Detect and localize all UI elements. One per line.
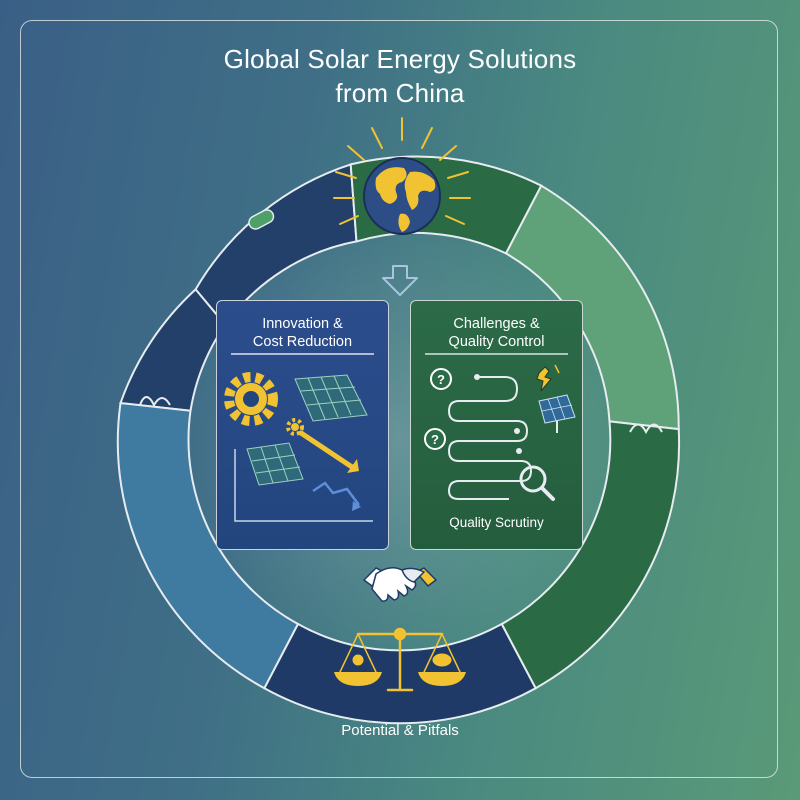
- challenges-title-line-2: Quality Control: [448, 334, 545, 350]
- path-node: [516, 448, 522, 454]
- chart-axes: [234, 449, 373, 522]
- quality-scrutiny-caption: Quality Scrutiny: [449, 515, 544, 530]
- down-arrow-icon: [382, 265, 418, 296]
- handshake-icon: [362, 567, 438, 602]
- cost-decline-line: [312, 481, 360, 506]
- trend-down-arrow-head: [347, 459, 359, 473]
- innovation-illustration: [224, 372, 373, 522]
- globe-icon: [333, 117, 471, 235]
- innovation-panel-title: Innovation & Cost Reduction: [217, 315, 388, 351]
- innovation-panel: Innovation & Cost Reduction: [216, 300, 389, 550]
- puzzle-knob-upper-left: [248, 209, 275, 230]
- puzzle-tab-left: [139, 396, 171, 408]
- solar-panel-icon: [246, 442, 304, 486]
- trend-down-arrow: [298, 430, 358, 472]
- innovation-title-line-1: Innovation &: [262, 316, 343, 332]
- challenges-panel-title: Challenges & Quality Control: [411, 315, 582, 351]
- challenges-title-line-1: Challenges &: [453, 316, 540, 332]
- page-title: Global Solar Energy Solutions from China: [0, 42, 800, 110]
- solar-panel-icon: [538, 394, 576, 433]
- solar-panel-icon: [294, 374, 368, 422]
- question-icon-2: ?: [424, 428, 446, 450]
- winding-path: [447, 376, 533, 500]
- magnifier-icon: [519, 465, 555, 501]
- outer-frame: [20, 20, 778, 778]
- svg-text:?: ?: [437, 372, 445, 387]
- gear-icon: [224, 372, 278, 426]
- potential-pitfalls-label: Potential & Pitfals: [341, 722, 459, 739]
- cost-decline-arrow-head: [352, 501, 361, 511]
- title-line-2: from China: [335, 78, 465, 108]
- small-gear-icon: [286, 418, 304, 436]
- title-line-1: Global Solar Energy Solutions: [223, 44, 577, 74]
- ring-segment-left-upper: [119, 287, 227, 412]
- innovation-title-line-2: Cost Reduction: [252, 334, 353, 350]
- innovation-divider: [231, 353, 374, 355]
- svg-text:?: ?: [431, 432, 439, 447]
- question-icon-1: ?: [430, 368, 452, 390]
- path-node: [514, 428, 520, 434]
- puzzle-tab-right: [629, 423, 663, 435]
- balance-scale-icon: [334, 627, 466, 692]
- challenges-illustration: ? ?: [424, 364, 576, 501]
- challenges-divider: [425, 353, 568, 355]
- challenges-panel: Challenges & Quality Control ? ? Qual: [410, 300, 583, 550]
- path-node: [474, 374, 480, 380]
- lightning-icon: [536, 364, 560, 392]
